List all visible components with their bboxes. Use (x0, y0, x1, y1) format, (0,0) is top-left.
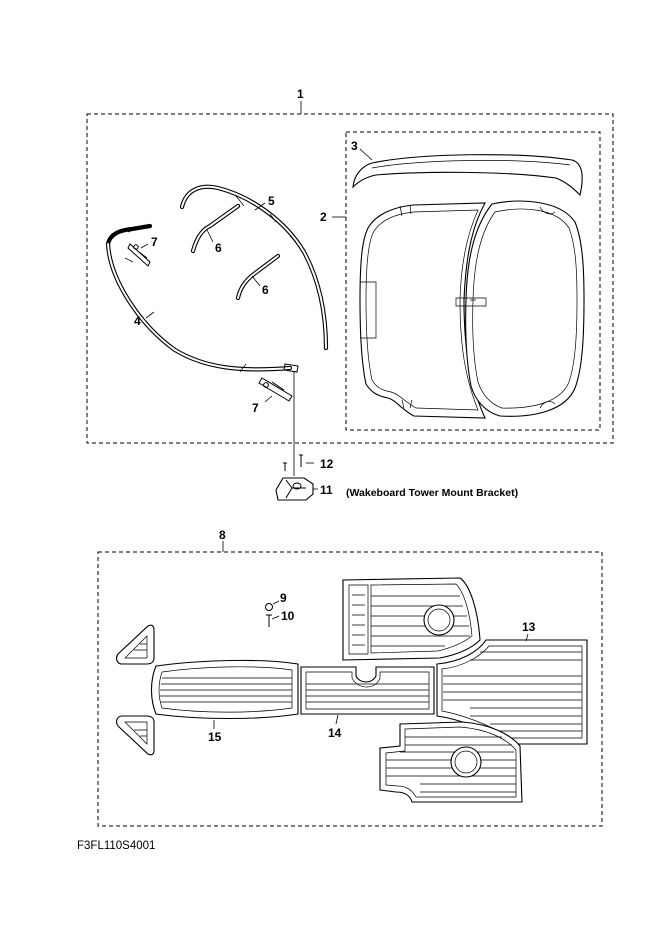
callout-15: 15 (208, 730, 222, 744)
callout-6a: 6 (215, 241, 222, 255)
part-2-tower-cover (359, 200, 585, 419)
callout-12: 12 (320, 457, 334, 471)
callout-9-leader (272, 600, 280, 605)
part-11-mount-bracket (275, 477, 314, 501)
part-9-snap (265, 603, 273, 611)
part-3-tower-top-cover (352, 154, 583, 197)
part-15-bow-triangle-upper (116, 624, 155, 665)
callout-4: 4 (134, 314, 141, 328)
tube-end-fitting (283, 363, 299, 373)
part-15-bow-triangle-lower (116, 715, 155, 756)
callout-14: 14 (328, 726, 342, 740)
drawing-code: F3FL110S4001 (77, 840, 155, 852)
callout-6b-leader (251, 275, 261, 287)
callout-3: 3 (351, 139, 358, 153)
callout-5-leader (254, 202, 266, 211)
mount-bracket-note: (Wakeboard Tower Mount Bracket) (346, 487, 518, 499)
callout-3-leader (359, 148, 373, 161)
callout-10: 10 (281, 609, 295, 623)
part-4-lower-tube (105, 223, 293, 373)
part-10-screw (266, 614, 272, 627)
callout-9: 9 (280, 591, 287, 605)
callout-7b: 7 (252, 401, 259, 415)
callout-13-leader (525, 633, 529, 642)
callout-11: 11 (320, 483, 333, 497)
part-7-bracket-a (127, 243, 151, 267)
part-13-stern-main-mat (436, 639, 588, 745)
part-15-bow-center-mat (150, 659, 299, 720)
callout-7b-leader (264, 395, 273, 403)
group-1-boundary (86, 113, 614, 444)
part-6-strut-b (235, 253, 281, 301)
part-6-strut-a (190, 203, 241, 254)
callout-8: 8 (219, 528, 226, 542)
callout-2: 2 (320, 210, 327, 224)
callout-6b: 6 (262, 283, 269, 297)
part-14-center-mat (300, 666, 435, 715)
screw-small (283, 462, 287, 471)
group-2-boundary (345, 131, 601, 431)
callout-1: 1 (297, 87, 304, 101)
group-8-boundary (97, 551, 603, 827)
callout-14-leader (335, 714, 339, 725)
callout-5: 5 (268, 194, 275, 208)
callout-7a-leader (140, 243, 149, 249)
callout-7a: 7 (151, 235, 158, 249)
callout-13: 13 (522, 620, 536, 634)
part-7-bracket-b (258, 377, 293, 402)
callout-4-leader (145, 311, 155, 319)
part-5-upper-tube (179, 184, 329, 351)
part-12-screw (299, 454, 303, 467)
callout-10-leader (271, 615, 280, 620)
part-13-stern-lower-mat (379, 721, 523, 803)
part-13-stern-upper-mat (342, 577, 481, 661)
callout-6a-leader (206, 229, 214, 243)
